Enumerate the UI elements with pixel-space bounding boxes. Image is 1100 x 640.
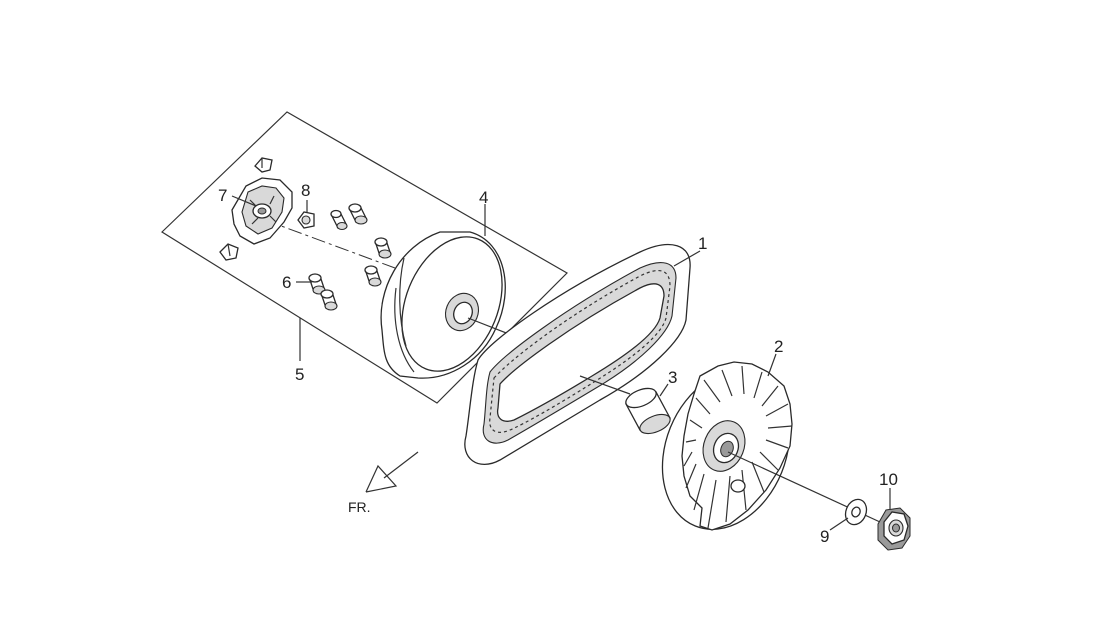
roller-weight-2 [348, 203, 368, 225]
flange-nut [877, 507, 911, 551]
callout-2: 2 [774, 337, 783, 356]
slider-piece-top [254, 157, 273, 173]
roller-weight-3 [374, 237, 392, 259]
callout-8: 8 [301, 181, 310, 200]
roller-weight-5 [308, 273, 326, 295]
callout-5: 5 [295, 365, 304, 384]
spacer-collar [625, 387, 671, 435]
roller-weight-4 [364, 265, 382, 287]
slider-piece-bottom [219, 243, 239, 261]
roller-weight-6 [320, 289, 338, 311]
leader-9 [829, 517, 849, 531]
assembly-group-box [161, 111, 568, 404]
callout-10: 10 [879, 470, 898, 489]
front-direction-label: FR. [348, 499, 371, 515]
callout-4: 4 [479, 188, 488, 207]
callout-9: 9 [820, 527, 829, 546]
ramp-plate [231, 177, 293, 245]
leader-7 [231, 195, 257, 207]
leader-1 [673, 250, 701, 267]
leader-3 [659, 383, 669, 397]
washer [844, 498, 868, 526]
callout-1: 1 [698, 234, 707, 253]
callout-3: 3 [668, 368, 677, 387]
callout-6: 6 [282, 273, 291, 292]
slider-piece-right [297, 211, 315, 229]
callout-7: 7 [218, 186, 227, 205]
movable-drive-face [380, 231, 506, 379]
front-direction-arrow [365, 451, 419, 493]
belt-axis [579, 375, 631, 395]
drive-belt [464, 243, 691, 465]
leader-2 [767, 353, 777, 377]
shaft-axis [264, 219, 396, 269]
fan-drive-pulley [661, 361, 793, 531]
roller-weight-1 [330, 209, 348, 231]
